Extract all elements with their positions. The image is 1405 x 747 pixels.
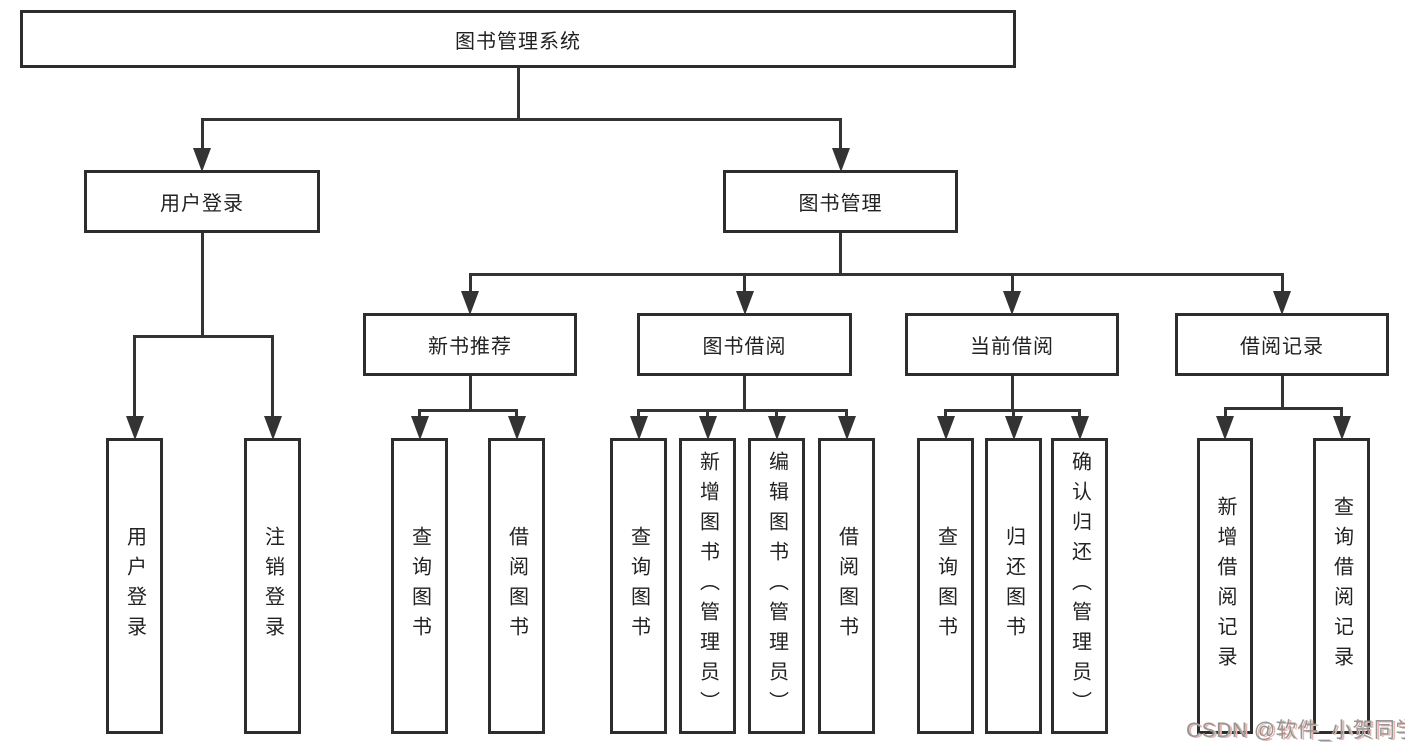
connector-branch — [468, 273, 1284, 276]
node-b-borrow: 借阅图书 — [488, 438, 545, 734]
node-e-query: 查询借阅记录 — [1313, 438, 1370, 734]
node-label-d-return: 归还图书 — [1002, 526, 1025, 646]
arrowhead-down-icon — [629, 416, 648, 440]
arrowhead-down-icon — [1216, 416, 1234, 440]
connector-drop — [637, 409, 640, 416]
connector-drop — [706, 409, 709, 416]
node-label-c-query: 查询图书 — [627, 526, 650, 646]
node-manage: 图书管理 — [723, 170, 958, 233]
connector-branch — [133, 335, 274, 338]
node-label-c-add: 新增图书（管理员） — [696, 451, 719, 721]
node-label-manage: 图书管理 — [798, 193, 883, 215]
arrowhead-down-icon — [936, 416, 955, 440]
connector-drop — [468, 273, 472, 291]
connector-drop — [1078, 409, 1081, 416]
connector-stem — [1010, 376, 1014, 409]
node-d-query: 查询图书 — [917, 438, 974, 734]
node-root: 图书管理系统 — [20, 10, 1016, 68]
arrowhead-down-icon — [698, 416, 717, 440]
node-label-e-query: 查询借阅记录 — [1330, 496, 1353, 676]
node-label-records: 借阅记录 — [1240, 336, 1324, 358]
node-recommend: 新书推荐 — [363, 313, 577, 376]
connector-drop — [1010, 273, 1014, 291]
node-borrow: 图书借阅 — [637, 313, 852, 376]
node-label-user-login: 用户登录 — [123, 526, 146, 646]
node-label-login: 用户登录 — [160, 193, 244, 215]
arrowhead-down-icon — [735, 291, 754, 315]
node-c-borrow: 借阅图书 — [818, 438, 875, 734]
connector-stem — [1280, 376, 1284, 407]
node-current: 当前借阅 — [905, 313, 1119, 376]
connector-drop — [271, 335, 274, 416]
connector-branch — [200, 118, 842, 121]
connector-drop — [1012, 409, 1015, 416]
connector-drop — [1340, 407, 1343, 416]
connector-branch — [418, 409, 518, 412]
connector-drop — [845, 409, 848, 416]
node-label-root: 图书管理系统 — [455, 30, 581, 53]
node-label-e-add: 新增借阅记录 — [1214, 496, 1236, 676]
node-c-edit: 编辑图书（管理员） — [748, 438, 805, 734]
node-d-confirm: 确认归还（管理员） — [1051, 438, 1108, 734]
arrowhead-down-icon — [125, 416, 144, 440]
connector-drop — [200, 118, 204, 148]
node-label-b-borrow: 借阅图书 — [505, 526, 528, 646]
connector-branch — [1223, 407, 1343, 410]
connector-drop — [839, 118, 842, 148]
node-c-query: 查询图书 — [610, 438, 667, 734]
arrowhead-down-icon — [1004, 416, 1023, 440]
node-label-d-confirm: 确认归还（管理员） — [1068, 451, 1091, 721]
arrowhead-down-icon — [1273, 291, 1291, 315]
node-login: 用户登录 — [84, 170, 320, 233]
node-user-login: 用户登录 — [106, 438, 163, 734]
node-label-recommend: 新书推荐 — [428, 336, 512, 358]
arrowhead-down-icon — [1003, 291, 1021, 315]
connector-drop — [418, 409, 421, 416]
node-label-current: 当前借阅 — [970, 336, 1054, 358]
connector-drop — [133, 335, 136, 416]
arrowhead-down-icon — [837, 416, 856, 440]
node-d-return: 归还图书 — [985, 438, 1042, 734]
connector-stem — [516, 68, 520, 118]
connector-drop — [1223, 407, 1227, 416]
connector-drop — [775, 409, 778, 416]
node-c-add: 新增图书（管理员） — [679, 438, 736, 734]
node-label-b-query: 查询图书 — [408, 526, 431, 646]
connector-drop — [1280, 273, 1284, 291]
node-label-borrow: 图书借阅 — [702, 336, 787, 358]
connector-stem — [468, 376, 472, 409]
node-label-logout: 注销登录 — [261, 526, 284, 646]
arrowhead-down-icon — [507, 416, 526, 440]
arrowhead-down-icon — [1332, 416, 1351, 440]
connector-drop — [743, 273, 746, 291]
arrowhead-down-icon — [193, 148, 211, 172]
node-label-d-query: 查询图书 — [934, 526, 957, 646]
node-label-c-edit: 编辑图书（管理员） — [765, 451, 788, 721]
node-label-c-borrow: 借阅图书 — [835, 526, 858, 646]
arrowhead-down-icon — [461, 291, 479, 315]
arrowhead-down-icon — [263, 416, 282, 440]
connector-stem — [200, 233, 204, 335]
csdn-watermark: CSDN @软件_小贺同学 — [1186, 719, 1405, 742]
connector-stem — [743, 376, 746, 409]
connector-drop — [944, 409, 947, 416]
connector-branch — [637, 409, 848, 412]
node-e-add: 新增借阅记录 — [1197, 438, 1253, 734]
arrowhead-down-icon — [831, 148, 850, 172]
connector-drop — [515, 409, 518, 416]
node-b-query: 查询图书 — [391, 438, 448, 734]
arrowhead-down-icon — [1070, 416, 1089, 440]
node-logout: 注销登录 — [244, 438, 301, 734]
arrowhead-down-icon — [410, 416, 429, 440]
node-records: 借阅记录 — [1175, 313, 1389, 376]
arrowhead-down-icon — [767, 416, 786, 440]
connector-stem — [839, 233, 842, 273]
